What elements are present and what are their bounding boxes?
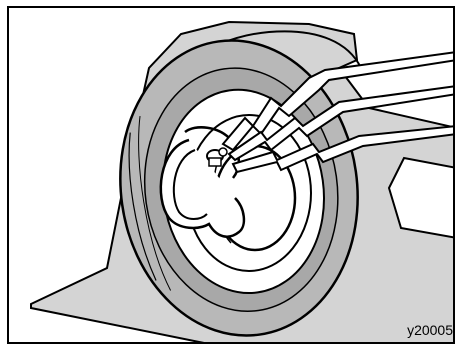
figure-code: y20005: [407, 322, 453, 338]
tire-illustration: [9, 8, 455, 344]
illustration-frame: y20005: [7, 6, 455, 344]
